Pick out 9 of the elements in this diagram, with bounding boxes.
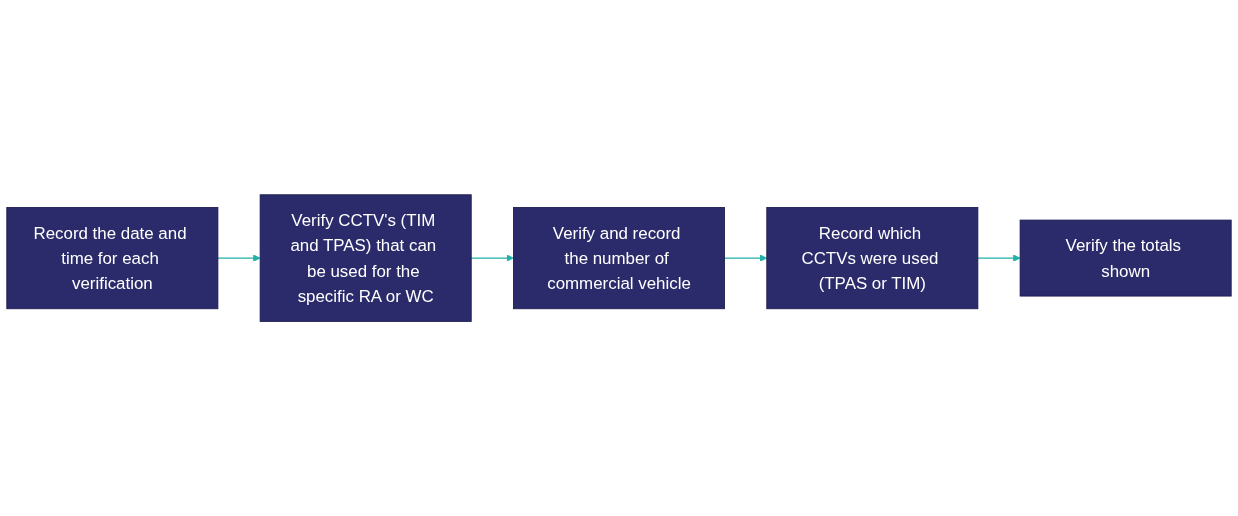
node-box: Record which CCTVs were used (TPAS or TIM): [766, 206, 979, 310]
arrow: [723, 254, 768, 262]
arrow: [977, 254, 1021, 262]
arrow: [217, 254, 261, 262]
node-box: Verify CCTV's (TIM and TPAS) that can be used for the specific RA or WC: [259, 194, 472, 322]
node-box: Verify and record the number of commercial vehicle: [513, 206, 725, 310]
node-box: Verify the totals shown: [1019, 219, 1232, 297]
node-box: Record the date and time for each verification: [6, 206, 219, 310]
arrow: [470, 254, 514, 262]
